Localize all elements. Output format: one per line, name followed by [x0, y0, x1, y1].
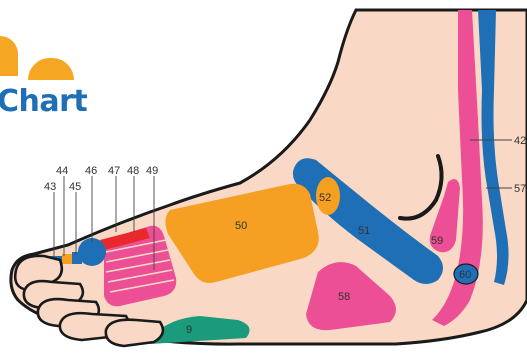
- zone-46: [78, 238, 106, 266]
- label-44: 44: [56, 165, 68, 177]
- label-48: 48: [127, 165, 139, 177]
- label-42: 42: [514, 135, 526, 147]
- label-46: 46: [85, 165, 97, 177]
- label-50: 50: [235, 220, 247, 232]
- zone-45: [72, 252, 82, 264]
- label-51: 51: [358, 225, 370, 237]
- zone-44: [62, 254, 72, 264]
- label-60: 60: [459, 269, 471, 281]
- label-58: 58: [338, 291, 350, 303]
- label-59: 59: [431, 235, 443, 247]
- label-45: 45: [69, 181, 81, 193]
- label-9: 9: [186, 324, 192, 336]
- label-47: 47: [108, 165, 120, 177]
- label-52: 52: [319, 192, 331, 204]
- label-57: 57: [514, 183, 526, 195]
- label-43: 43: [44, 181, 56, 193]
- label-49: 49: [146, 165, 158, 177]
